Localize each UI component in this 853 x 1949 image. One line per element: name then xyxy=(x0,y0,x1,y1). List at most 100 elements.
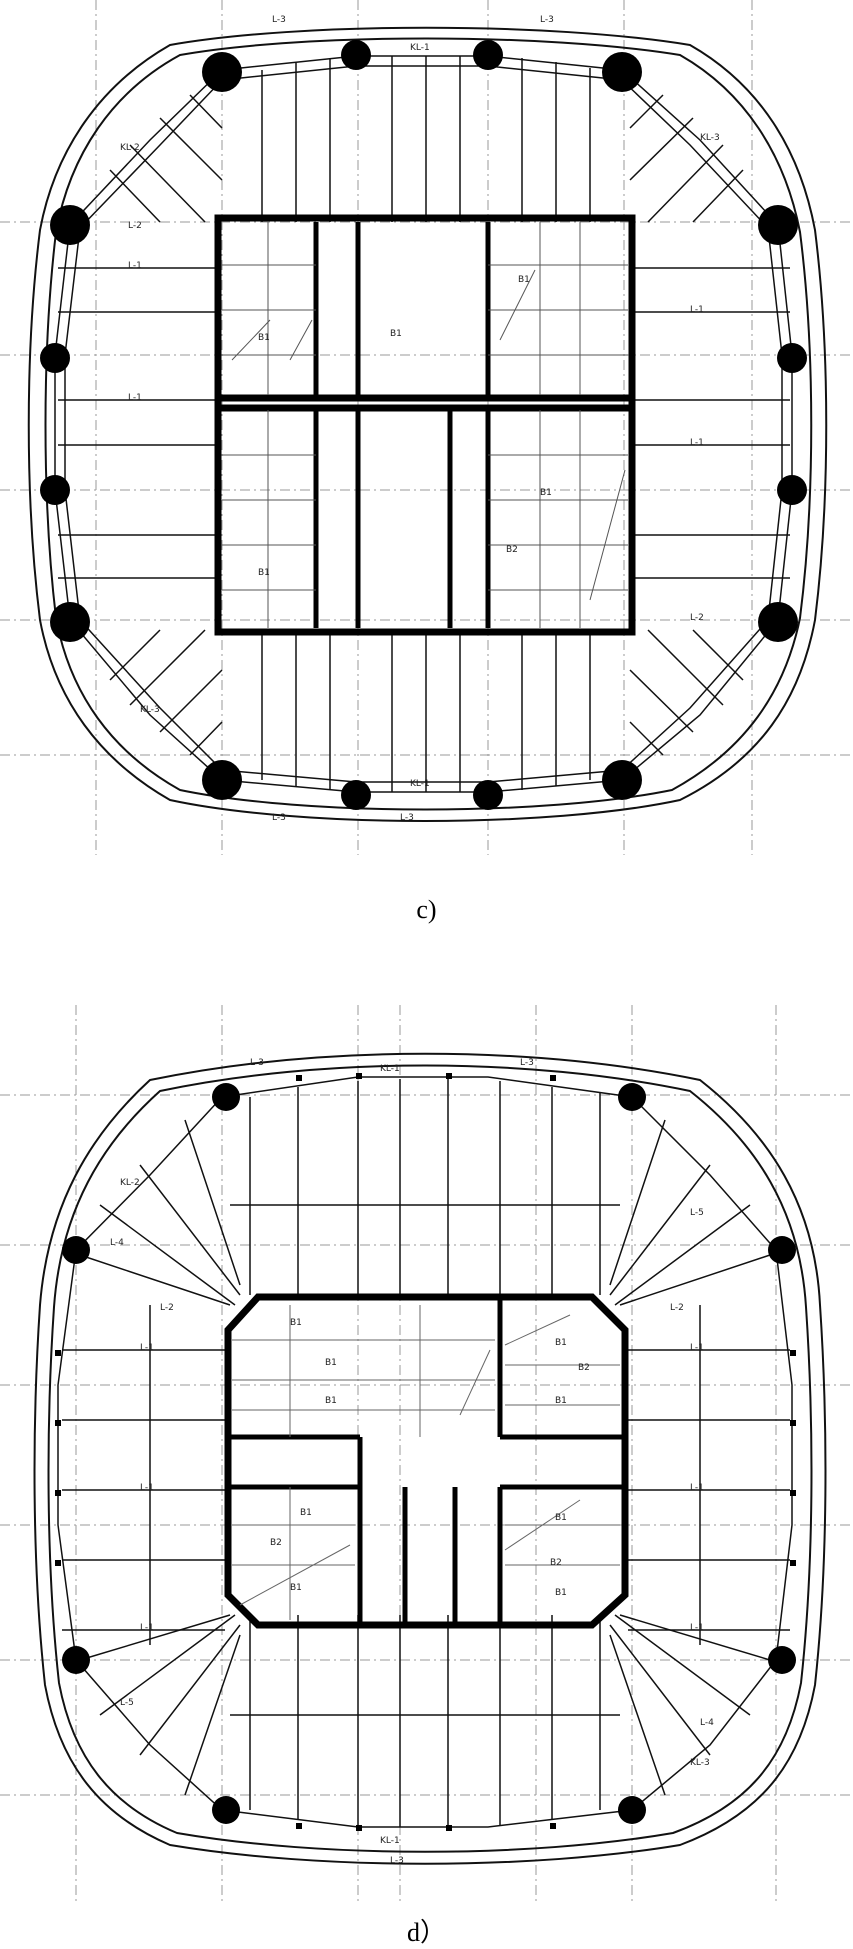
slab-label: B1 xyxy=(555,1588,567,1598)
column xyxy=(768,1236,796,1264)
beams-corners xyxy=(109,94,744,756)
slab-label: B1 xyxy=(290,1318,302,1328)
slab-label: B1 xyxy=(540,488,552,498)
slab-label: B1 xyxy=(555,1338,567,1348)
slab-label: B2 xyxy=(270,1538,282,1548)
beam-label: L-2 xyxy=(690,613,704,623)
column xyxy=(341,780,371,810)
beam-labels: L-1 L-1 L-1 L-1 L-1 L-1 L-2 L-2 L-3 L-3 … xyxy=(110,1058,714,1866)
beam-label: L-2 xyxy=(128,221,142,231)
beam-label: L-1 xyxy=(690,1343,704,1353)
slab-label: B1 xyxy=(258,568,270,578)
floor-plan-d: L-1 L-1 L-1 L-1 L-1 L-1 L-2 L-2 L-3 L-3 … xyxy=(0,1005,853,1905)
beam-label: L-1 xyxy=(690,1483,704,1493)
slab-label: B2 xyxy=(506,545,518,555)
column xyxy=(473,780,503,810)
column xyxy=(618,1796,646,1824)
beam-label: L-1 xyxy=(128,393,142,403)
column xyxy=(62,1236,90,1264)
column xyxy=(758,602,798,642)
column xyxy=(212,1083,240,1111)
slab-label: B1 xyxy=(325,1358,337,1368)
column xyxy=(50,205,90,245)
beam-label: L-3 xyxy=(540,15,554,25)
slab-edge xyxy=(27,26,828,822)
column xyxy=(50,602,90,642)
core-slab-lines xyxy=(232,1305,620,1620)
beam-label: KL-2 xyxy=(120,1178,140,1188)
slab-label: B1 xyxy=(390,329,402,339)
slab-label: B1 xyxy=(300,1508,312,1518)
beam-label: L-5 xyxy=(690,1208,704,1218)
beam-label: KL-2 xyxy=(120,143,140,153)
column xyxy=(341,40,371,70)
beam-label: KL-1 xyxy=(380,1836,400,1846)
beam-label: L-3 xyxy=(272,15,286,25)
slab-edge xyxy=(33,1052,827,1865)
beam-label: KL-3 xyxy=(700,133,720,143)
slab-labels: B1 B1 B1 B1 B1 B1 B1 B1 B1 B2 B2 B2 xyxy=(270,1318,590,1598)
core-walls xyxy=(224,1293,629,1629)
beams-sides xyxy=(62,1305,790,1645)
beam-label: L-3 xyxy=(272,813,286,823)
beam-label: L-3 xyxy=(250,1058,264,1068)
beam-label: L-4 xyxy=(110,1238,124,1248)
perimeter-beams xyxy=(54,55,793,793)
beams-bottom xyxy=(230,1615,620,1827)
beam-label: L-1 xyxy=(690,1623,704,1633)
ring-nodes xyxy=(55,1073,796,1831)
column xyxy=(40,343,70,373)
beam-label: L-2 xyxy=(670,1303,684,1313)
column xyxy=(602,52,642,92)
beam-label: L-1 xyxy=(690,305,704,315)
column xyxy=(777,475,807,505)
columns xyxy=(62,1083,796,1824)
slab-label: B2 xyxy=(578,1363,590,1373)
beam-label: L-3 xyxy=(390,1856,404,1866)
slab-label: B2 xyxy=(550,1558,562,1568)
slab-label: B1 xyxy=(555,1513,567,1523)
beam-label: KL-1 xyxy=(410,779,430,789)
beam-label: L-3 xyxy=(400,813,414,823)
beam-label: L-1 xyxy=(140,1623,154,1633)
floor-plan-c: L-1 L-1 L-1 L-1 L-2 L-2 L-3 L-3 L-3 L-3 … xyxy=(0,0,853,860)
beams-top xyxy=(230,1079,620,1295)
floor-plan-c-drawing: L-1 L-1 L-1 L-1 L-2 L-2 L-3 L-3 L-3 L-3 … xyxy=(0,0,853,855)
slab-label: B1 xyxy=(258,333,270,343)
column xyxy=(202,760,242,800)
core-slab-lines xyxy=(222,222,628,628)
column xyxy=(40,475,70,505)
beam-label: L-4 xyxy=(700,1718,714,1728)
column xyxy=(618,1083,646,1111)
column xyxy=(62,1646,90,1674)
grid-lines xyxy=(0,1005,853,1905)
beam-label: L-1 xyxy=(140,1483,154,1493)
beam-label: L-1 xyxy=(128,261,142,271)
slab-label: B1 xyxy=(555,1396,567,1406)
beam-label: L-3 xyxy=(520,1058,534,1068)
floor-plan-d-drawing: L-1 L-1 L-1 L-1 L-1 L-1 L-2 L-2 L-3 L-3 … xyxy=(0,1005,853,1905)
figure-caption: c) xyxy=(416,895,437,924)
column xyxy=(768,1646,796,1674)
slab-label: B1 xyxy=(290,1583,302,1593)
column xyxy=(777,343,807,373)
core-inner-walls xyxy=(313,222,491,628)
beam-label: L-2 xyxy=(160,1303,174,1313)
beam-label: KL-1 xyxy=(410,43,430,53)
columns xyxy=(40,40,807,810)
beam-label: L-1 xyxy=(140,1343,154,1353)
slab-labels: B1 B1 B1 B1 B1 B2 xyxy=(258,275,552,578)
column xyxy=(212,1796,240,1824)
beams-sides xyxy=(58,267,790,579)
beam-label: L-1 xyxy=(690,438,704,448)
beams-corners xyxy=(79,1119,771,1796)
beam-label: KL-3 xyxy=(690,1758,710,1768)
slab-label: B1 xyxy=(518,275,530,285)
beam-label: L-5 xyxy=(120,1698,134,1708)
column xyxy=(473,40,503,70)
column xyxy=(602,760,642,800)
beam-label: KL-3 xyxy=(140,705,160,715)
beam-label: KL-1 xyxy=(380,1064,400,1074)
beams-top xyxy=(261,56,591,222)
figure-caption: d） xyxy=(406,1918,446,1947)
